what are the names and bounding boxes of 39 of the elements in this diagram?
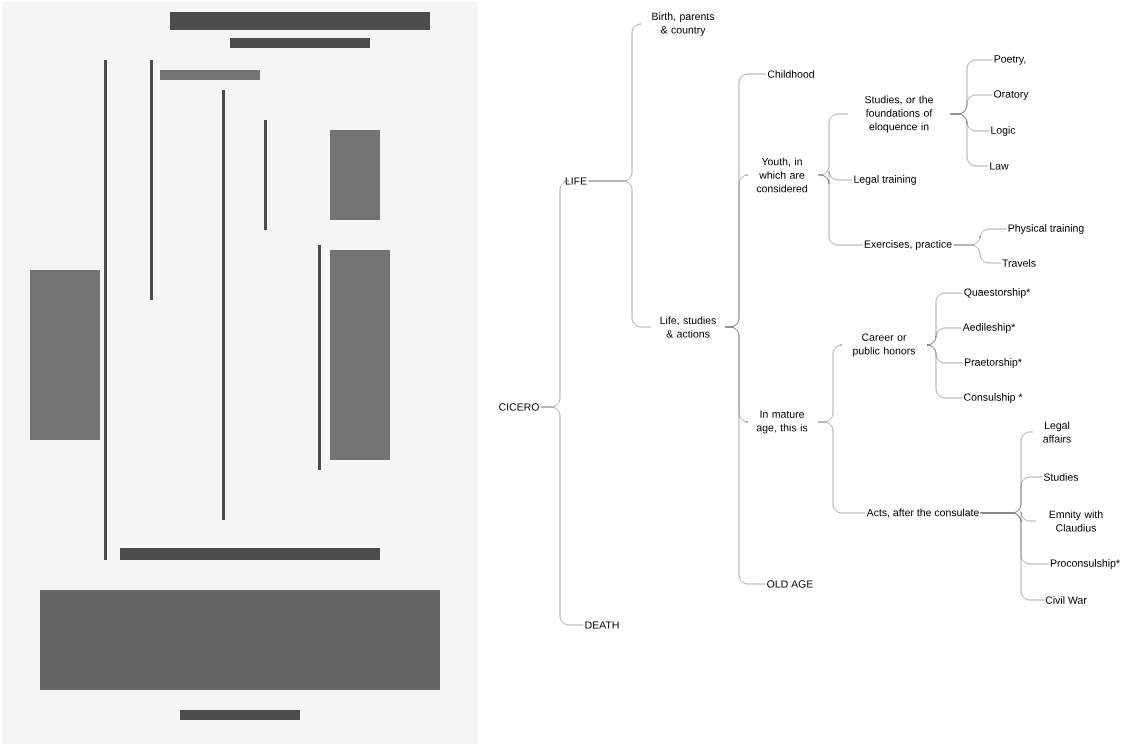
- brace-line: [817, 174, 864, 246]
- brace-line: [926, 327, 962, 346]
- tree-label: Emnity with Claudius: [1049, 510, 1103, 532]
- tree-label: Consulship *: [964, 393, 1023, 403]
- brace-line: [817, 421, 866, 514]
- tree-label: OLD AGE: [767, 580, 813, 588]
- brace-line: [980, 512, 1045, 601]
- brace-line: [949, 113, 989, 167]
- tree-label: Quaestorship*: [964, 288, 1031, 298]
- tree-label: DEATH: [585, 621, 619, 629]
- tree-label: Youth, in which are considered: [756, 157, 807, 193]
- tree-label: Physical training: [1008, 224, 1084, 234]
- tree-label: Civil War: [1045, 596, 1087, 604]
- tree-label: Studies: [1043, 473, 1079, 481]
- tree-label: Studies, or the foundations of eloquence in: [865, 95, 933, 133]
- tree-label: Legal affairs: [1043, 421, 1071, 443]
- brace-line: [926, 344, 963, 399]
- tree-label: Travels: [1002, 259, 1036, 267]
- tree-label: Law: [990, 162, 1009, 170]
- tree-label: Childhood: [767, 70, 814, 78]
- tree-label: Life, studies & actions: [660, 316, 716, 338]
- tree-label: Oratory: [994, 90, 1029, 100]
- tree-label: Birth, parents & country: [652, 12, 715, 36]
- tree-label: Proconsulship*: [1050, 559, 1120, 569]
- tree-label: Legal training: [854, 175, 916, 185]
- tree-label: Exercises, practice: [864, 240, 952, 250]
- tree-label: Poetry,: [994, 55, 1026, 65]
- tree-label: CICERO: [499, 403, 539, 411]
- brace-line: [540, 406, 584, 626]
- tree-label: Aedileship*: [962, 323, 1016, 333]
- tree-label: In mature age, this is: [756, 410, 808, 434]
- brace-line: [588, 180, 652, 328]
- tree-label: LIFE: [565, 177, 587, 185]
- tree-label: Acts, after the consulate: [866, 508, 979, 518]
- tree-label: Career or public honors: [853, 333, 916, 357]
- brace-line: [952, 244, 1002, 264]
- tree-label: Praetorship*: [965, 358, 1022, 368]
- tree-label: Logic: [991, 126, 1016, 136]
- brace-line: [724, 326, 766, 585]
